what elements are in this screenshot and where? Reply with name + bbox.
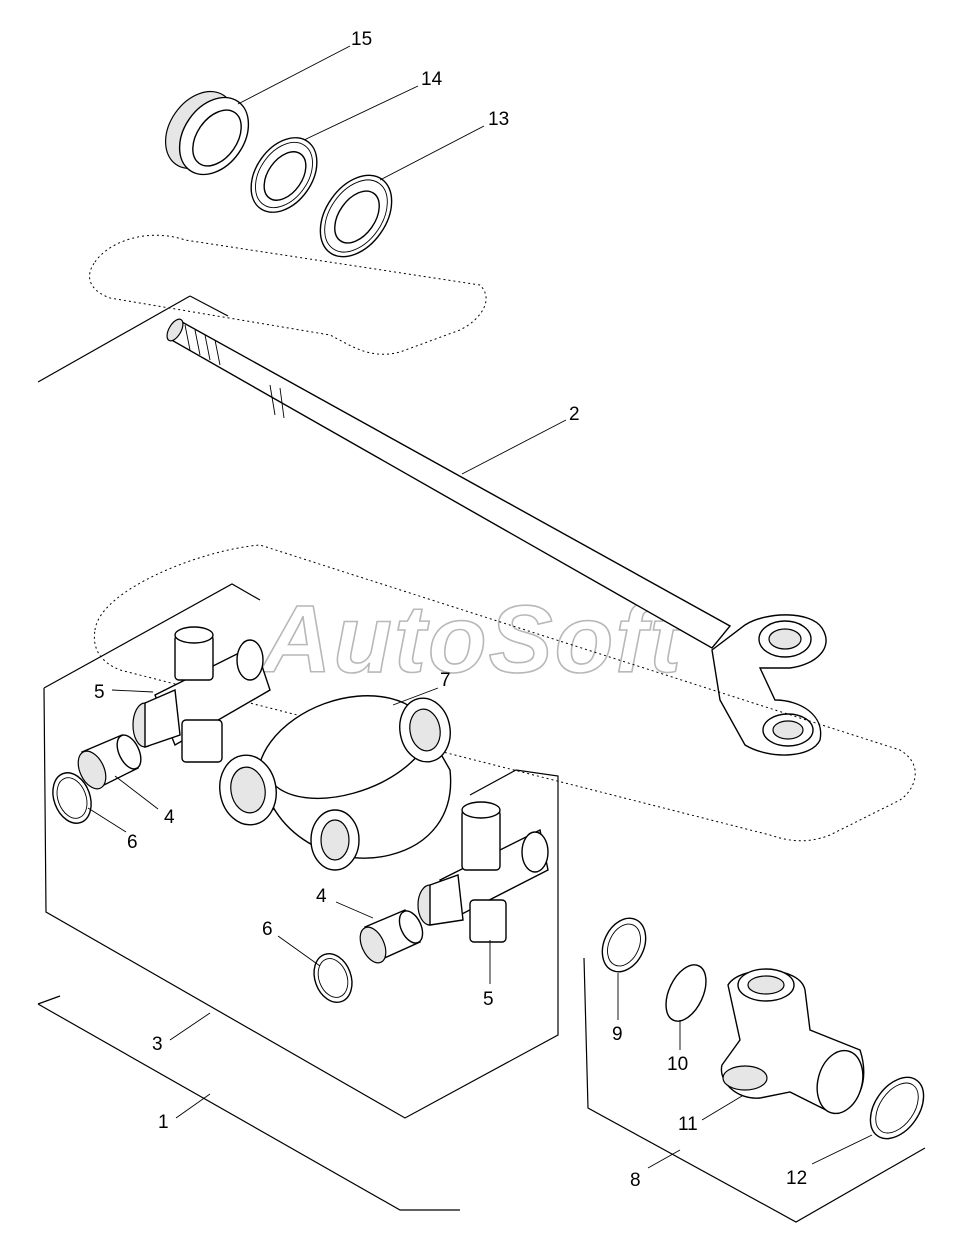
callout-4-right: 4 bbox=[316, 886, 327, 907]
snap-ring-6-left bbox=[52, 772, 92, 824]
callout-11: 11 bbox=[678, 1114, 698, 1135]
snap-ring-10 bbox=[665, 964, 707, 1022]
seal-12 bbox=[869, 1076, 925, 1140]
callout-numbers: 15 14 13 2 5 7 4 6 4 6 5 3 1 9 10 11 8 1… bbox=[94, 29, 807, 1191]
callout-8: 8 bbox=[630, 1170, 641, 1191]
callout-2: 2 bbox=[569, 404, 580, 425]
bearing-cup-4-right bbox=[359, 909, 424, 964]
bracket-line-top bbox=[37, 295, 191, 383]
callout-5-lower: 5 bbox=[483, 989, 494, 1010]
seal-13 bbox=[319, 174, 393, 258]
callout-3: 3 bbox=[152, 1034, 163, 1055]
bearing-15 bbox=[164, 90, 250, 176]
snap-ring-6-right bbox=[313, 953, 353, 1003]
assembly-1-box bbox=[37, 995, 460, 1211]
axle-shaft-2 bbox=[166, 318, 732, 649]
seal-14 bbox=[250, 137, 318, 213]
center-yoke-7 bbox=[219, 695, 452, 871]
callout-6-left: 6 bbox=[127, 832, 138, 853]
dotted-group-outline-top bbox=[89, 234, 487, 355]
leader-lines bbox=[87, 45, 873, 1169]
dotted-group-outline-middle bbox=[93, 544, 916, 842]
slip-yoke-11 bbox=[720, 968, 865, 1115]
assembly-8-box bbox=[583, 957, 926, 1223]
seal-ring-9 bbox=[601, 917, 647, 973]
bearing-cup-4-left bbox=[77, 734, 142, 790]
callout-14: 14 bbox=[421, 69, 443, 90]
callout-6-right: 6 bbox=[262, 919, 273, 940]
callout-1: 1 bbox=[158, 1112, 169, 1133]
callout-15: 15 bbox=[351, 29, 372, 50]
shaft-yoke bbox=[711, 614, 827, 756]
watermark: AutoSoft bbox=[260, 586, 685, 693]
callout-10: 10 bbox=[667, 1054, 688, 1075]
callout-5-upper: 5 bbox=[94, 682, 105, 703]
callout-13: 13 bbox=[488, 109, 509, 130]
callout-7: 7 bbox=[440, 670, 451, 691]
cross-journal-5-upper bbox=[132, 626, 271, 763]
cross-journal-5-lower bbox=[417, 801, 549, 943]
callout-12: 12 bbox=[786, 1168, 807, 1189]
assembly-3-box bbox=[43, 583, 559, 1119]
callout-9: 9 bbox=[612, 1024, 623, 1045]
callout-4-left: 4 bbox=[164, 807, 175, 828]
